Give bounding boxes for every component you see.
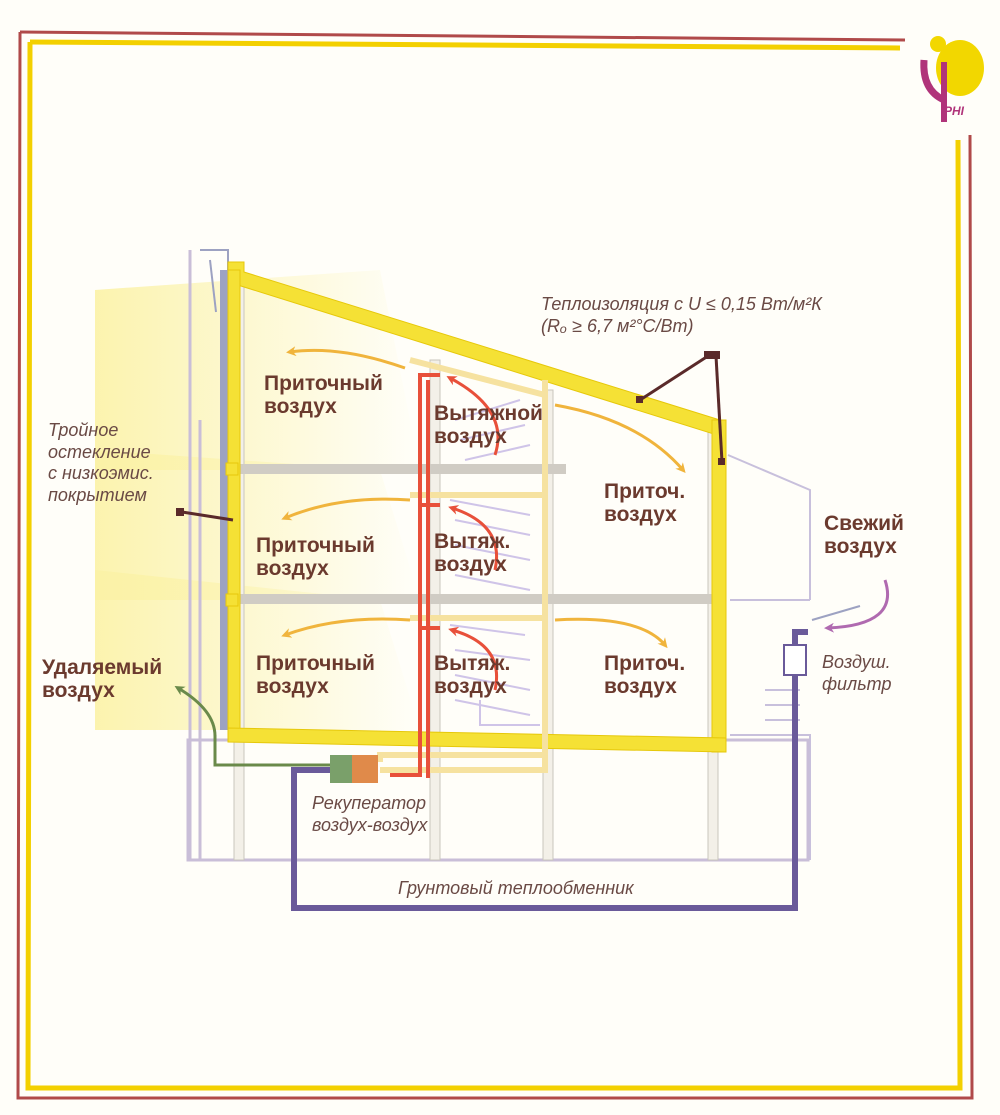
supply-air-floor3-line1: Приточный xyxy=(264,372,383,395)
recuperator xyxy=(213,735,378,783)
supply-air-floor3: Приточный воздух xyxy=(264,372,383,418)
exhaust-air-floor3-line2: воздух xyxy=(434,425,507,449)
supply-air-floor1: Приточный воздух xyxy=(256,652,375,698)
supply-air-right-floor1-line1: Приточ. xyxy=(604,652,686,675)
fresh-air-label-line1: Свежий xyxy=(824,512,904,535)
supply-air-right-floor3-line2: воздух xyxy=(604,503,677,527)
supply-duct xyxy=(377,357,548,773)
fresh-air-label: Свежий воздух xyxy=(824,512,904,558)
removed-air-arrow xyxy=(174,685,217,737)
exhaust-duct xyxy=(390,373,440,778)
removed-air-label-line1: Удаляемый xyxy=(42,656,163,679)
leader-dots xyxy=(176,351,725,516)
air-filter-label-line1: Воздуш. xyxy=(822,652,891,672)
exhaust-air-floor2: Вытяж. воздух xyxy=(434,530,510,576)
insulation-label: Теплоизоляция с U ≤ 0,15 Вт/м²К (Rₒ ≥ 6,… xyxy=(541,294,822,337)
air-filter-label-line2: фильтр xyxy=(822,673,892,694)
ground-heat-exchanger-label: Грунтовый теплообменник xyxy=(398,878,634,898)
supply-air-floor2: Приточный воздух xyxy=(256,534,375,580)
recuperator-label-line1: Рекуператор xyxy=(312,793,427,813)
recuperator-label: Рекуператор воздух-воздух xyxy=(312,793,427,836)
supply-air-floor2-line2: воздух xyxy=(256,557,329,581)
supply-air-right-floor1-line2: воздух xyxy=(604,675,677,699)
supply-air-right-floor3-line1: Приточ. xyxy=(604,480,686,503)
ground-heat-exchanger-duct xyxy=(291,629,808,911)
floor-slabs xyxy=(236,464,714,604)
leader-lines xyxy=(181,354,724,522)
exhaust-air-floor2-line1: Вытяж. xyxy=(434,530,511,553)
glazing-label-line2: остекление xyxy=(48,441,151,462)
supply-air-floor3-line2: воздух xyxy=(264,395,337,419)
phi-logo-text: PHI xyxy=(944,104,965,118)
recuperator-label-line2: воздух-воздух xyxy=(312,814,428,835)
glazing-label-line3: с низкоэмис. xyxy=(48,463,154,484)
insulation-label-line2: (Rₒ ≥ 6,7 м²°С/Вт) xyxy=(541,315,694,336)
supply-air-right-floor3: Приточ. воздух xyxy=(604,480,685,526)
supply-air-floor1-line2: воздух xyxy=(256,675,329,699)
fresh-air-arrow xyxy=(811,579,890,633)
supply-arrows xyxy=(281,346,686,649)
exhaust-air-floor1: Вытяж. воздух xyxy=(434,652,510,698)
supply-air-right-floor1: Приточ. воздух xyxy=(604,652,685,698)
air-filter xyxy=(783,644,807,676)
glazing-label: Тройное остекление с низкоэмис. покрытие… xyxy=(48,420,154,506)
removed-air-label: Удаляемый воздух xyxy=(42,656,162,702)
phi-logo xyxy=(920,36,984,122)
exhaust-air-floor2-line2: воздух xyxy=(434,553,507,577)
exhaust-air-floor1-line1: Вытяж. xyxy=(434,652,511,675)
exhaust-air-floor3: Вытяжной воздух xyxy=(434,402,543,448)
removed-air-label-line2: воздух xyxy=(42,679,115,703)
glazing-label-line1: Тройное xyxy=(48,420,119,440)
exhaust-arrows xyxy=(446,376,500,691)
exhaust-air-floor3-line1: Вытяжной xyxy=(434,402,543,425)
exhaust-air-floor1-line2: воздух xyxy=(434,675,507,699)
page-border xyxy=(16,30,974,1100)
insulation-envelope xyxy=(225,261,727,753)
supply-air-floor2-line1: Приточный xyxy=(256,534,375,557)
supply-air-floor1-line1: Приточный xyxy=(256,652,375,675)
fresh-air-label-line2: воздух xyxy=(824,535,897,559)
air-filter-label: Воздуш. фильтр xyxy=(822,652,891,695)
glazing-label-line4: покрытием xyxy=(48,484,147,505)
insulation-label-line1: Теплоизоляция с U ≤ 0,15 Вт/м²К xyxy=(541,294,822,314)
